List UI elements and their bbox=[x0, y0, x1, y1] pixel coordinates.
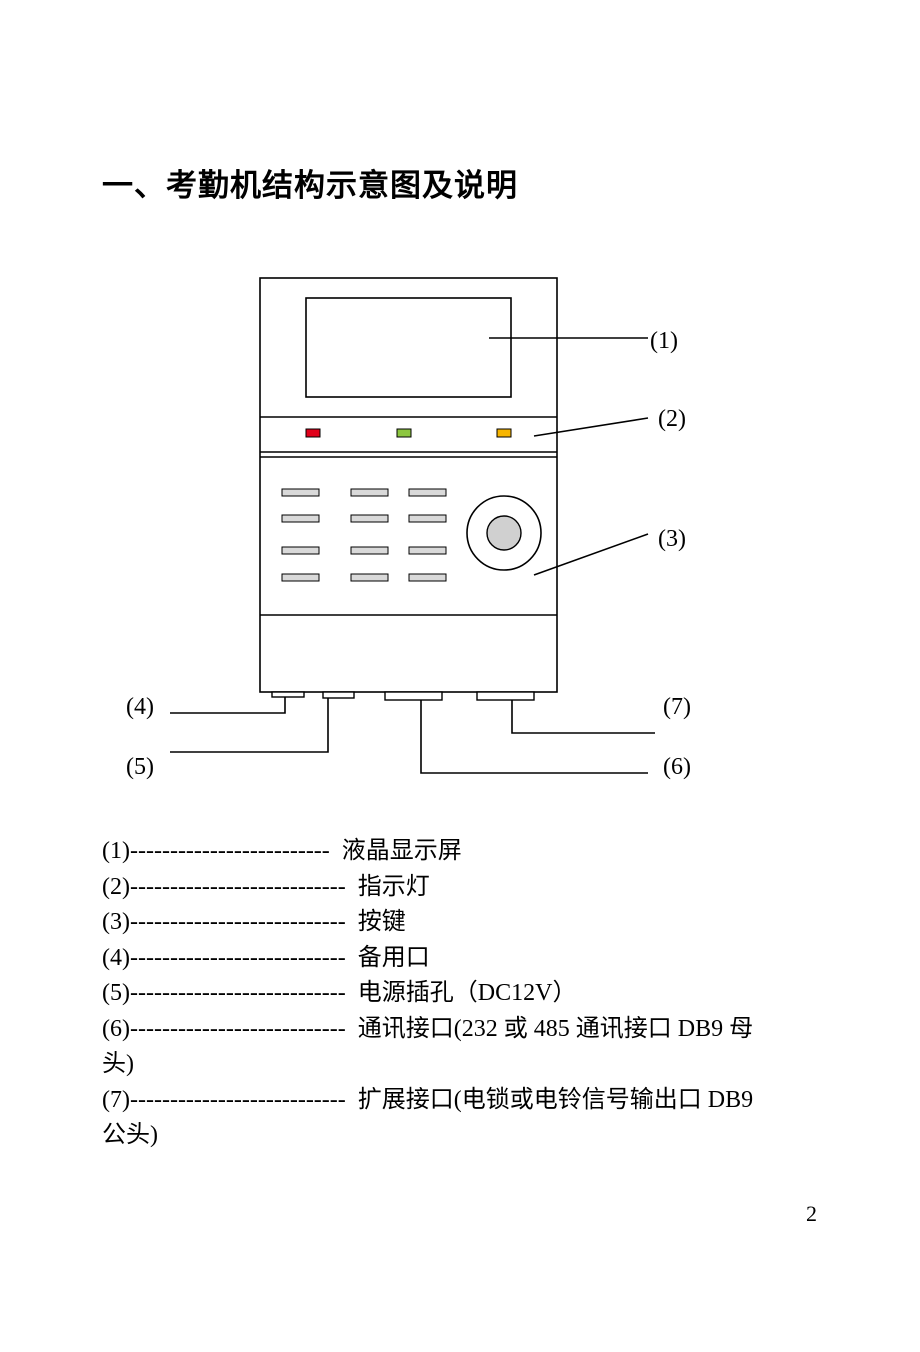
legend-item: (4)--------------------------- 备用口 bbox=[102, 944, 430, 971]
lcd-screen bbox=[305, 297, 512, 398]
callout-1: (1) bbox=[650, 328, 678, 354]
page-number: 2 bbox=[806, 1201, 817, 1226]
leader-5 bbox=[170, 698, 329, 753]
legend-list: (1)------------------------- 液晶显示屏 (2)--… bbox=[102, 834, 832, 1154]
led-red bbox=[305, 428, 321, 438]
led-yellow bbox=[496, 428, 512, 438]
device-diagram: (1) (2) (3) (4) (5) (6) (7) bbox=[126, 277, 691, 780]
legend-item: (2)--------------------------- 指示灯 bbox=[102, 873, 430, 900]
leader-4 bbox=[170, 697, 286, 714]
port-ext bbox=[476, 691, 535, 701]
legend-item: (6)--------------------------- 通讯接口(232 … bbox=[102, 1015, 754, 1078]
port-spare bbox=[271, 691, 305, 698]
legend-item: (7)--------------------------- 扩展接口(电锁或电… bbox=[102, 1086, 754, 1149]
callout-2: (2) bbox=[658, 406, 686, 432]
led-green bbox=[396, 428, 412, 438]
leader-2 bbox=[533, 417, 649, 437]
leader-6 bbox=[420, 700, 648, 774]
section-heading: 一、考勤机结构示意图及说明 bbox=[102, 168, 518, 204]
legend-item: (1)------------------------- 液晶显示屏 bbox=[102, 838, 462, 864]
callout-7: (7) bbox=[663, 694, 691, 720]
keypad bbox=[281, 488, 447, 582]
callout-6: (6) bbox=[663, 754, 691, 780]
nav-knob bbox=[486, 515, 522, 551]
port-power bbox=[322, 691, 355, 699]
leader-7 bbox=[511, 700, 655, 734]
callout-5: (5) bbox=[126, 754, 154, 780]
legend-item: (5)--------------------------- 电源插孔（DC12… bbox=[102, 980, 577, 1006]
port-comm bbox=[384, 691, 443, 701]
leader-3 bbox=[533, 533, 649, 576]
legend-item: (3)--------------------------- 按键 bbox=[102, 909, 406, 935]
callout-3: (3) bbox=[658, 526, 686, 552]
callout-4: (4) bbox=[126, 694, 154, 720]
